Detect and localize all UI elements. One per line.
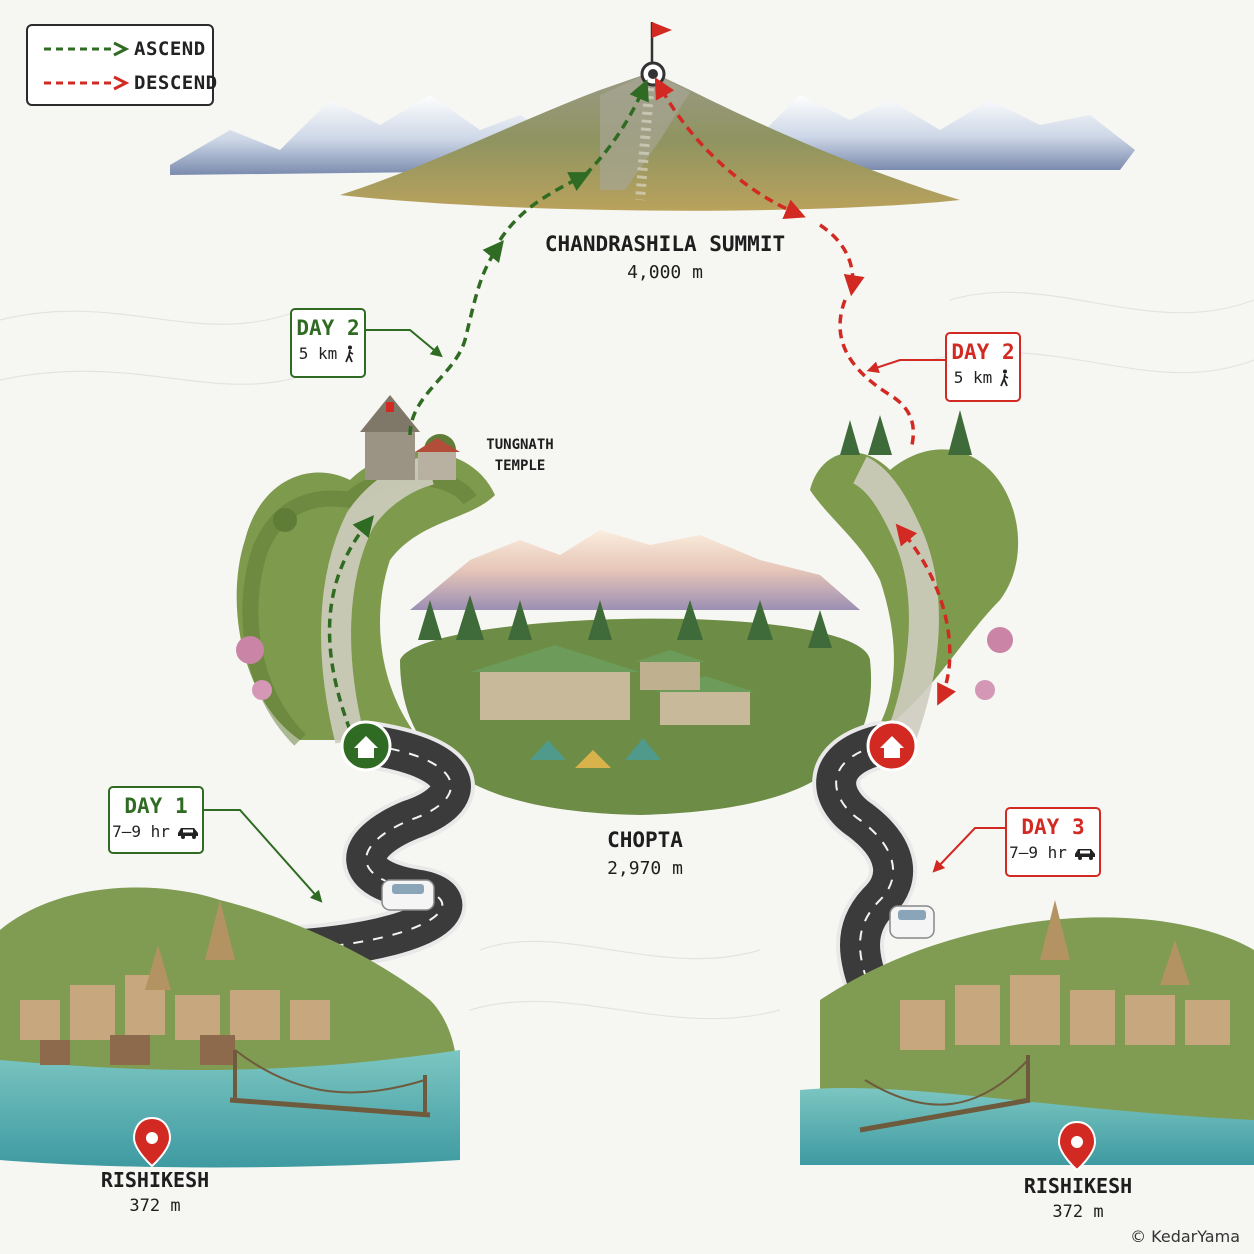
car-icon xyxy=(1074,848,1095,860)
hiker-icon xyxy=(1000,369,1009,386)
car-illustration-left xyxy=(381,879,435,911)
temple-name-line1: TUNGNATH xyxy=(486,437,554,453)
day2-ascend-detail-row: 5 km xyxy=(292,344,364,363)
chopta-scene xyxy=(400,530,872,815)
day3-duration: 7–9 hr xyxy=(1009,843,1067,862)
hiker-icon xyxy=(345,345,354,362)
tungnath-hill xyxy=(236,434,495,746)
road-left xyxy=(266,721,475,974)
day3-detail-row: 7–9 hr xyxy=(1007,843,1099,862)
day1-detail-row: 7–9 hr xyxy=(110,822,202,841)
car-icon xyxy=(177,827,198,839)
credit: © KedarYama xyxy=(1130,1227,1240,1246)
day1-duration: 7–9 hr xyxy=(112,822,170,841)
chopta-elevation: 2,970 m xyxy=(607,858,683,879)
road-right xyxy=(812,721,935,1014)
rishikesh-end-elevation: 372 m xyxy=(1052,1202,1104,1222)
day2-ascend-label: DAY 2 xyxy=(296,316,360,340)
summit-elevation: 4,000 m xyxy=(627,262,703,283)
location-pin-icon xyxy=(132,1116,172,1168)
day2-ascend-distance: 5 km xyxy=(298,344,338,363)
day1-box: DAY 1 7–9 hr xyxy=(108,786,204,854)
summit-name: CHANDRASHILA SUMMIT xyxy=(544,232,786,256)
day3-label: DAY 3 xyxy=(1021,815,1085,839)
descend-dashed-arrow-icon xyxy=(44,75,130,91)
day3-box: DAY 3 7–9 hr xyxy=(1005,807,1101,877)
rishikesh-start-name: RISHIKESH xyxy=(100,1168,210,1192)
ascend-dashed-arrow-icon xyxy=(44,41,130,57)
rishikesh-right-town xyxy=(800,900,1254,1165)
day2-descend-distance: 5 km xyxy=(953,368,993,387)
day2-descend-box: DAY 2 5 km xyxy=(945,332,1021,402)
descend-route xyxy=(654,77,956,706)
summit-mountains xyxy=(170,72,1135,211)
location-pin-icon xyxy=(1057,1120,1097,1172)
legend: ASCEND DESCEND xyxy=(26,24,217,106)
rishikesh-left-town xyxy=(0,887,460,1168)
legend-ascend-label: ASCEND xyxy=(134,38,206,60)
ascend-route xyxy=(327,79,649,731)
day1-label: DAY 1 xyxy=(124,794,188,818)
rishikesh-end-name: RISHIKESH xyxy=(1023,1174,1133,1198)
legend-ascend: ASCEND xyxy=(38,34,206,64)
home-icon xyxy=(340,720,392,772)
car-illustration-right xyxy=(889,905,935,939)
legend-descend: DESCEND xyxy=(38,68,218,98)
day2-descend-label: DAY 2 xyxy=(951,340,1015,364)
temple-name-line2: TEMPLE xyxy=(494,458,546,474)
day2-descend-detail-row: 5 km xyxy=(947,368,1019,387)
legend-descend-label: DESCEND xyxy=(134,72,218,94)
tungnath-temple-illustration xyxy=(360,395,460,480)
day2-ascend-box: DAY 2 5 km xyxy=(290,308,366,378)
rishikesh-start-elevation: 372 m xyxy=(129,1196,181,1216)
chopta-name: CHOPTA xyxy=(607,828,683,852)
summit-flag-icon xyxy=(640,22,672,87)
day-box-connectors xyxy=(204,329,1005,903)
home-icon xyxy=(866,720,918,772)
